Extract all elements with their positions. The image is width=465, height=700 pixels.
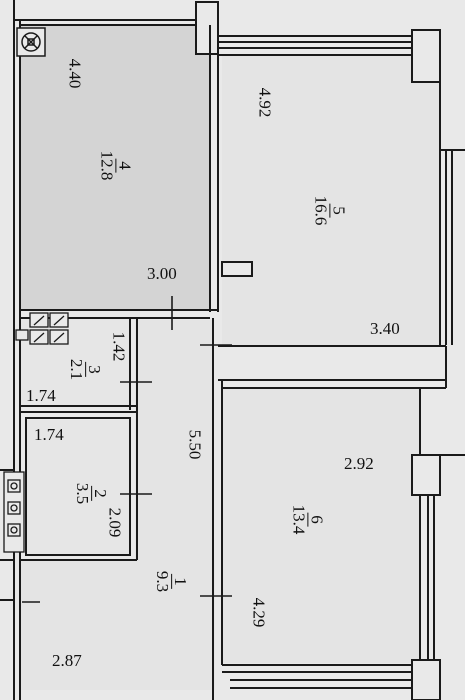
dim-1-42: 1.42 xyxy=(109,331,129,362)
electrical-panel-icon xyxy=(3,471,25,553)
room-5-area: 16.6 xyxy=(311,195,331,226)
dim-3-00: 3.00 xyxy=(147,264,177,283)
room-2-area: 3.5 xyxy=(73,482,93,505)
dim-2-09: 2.09 xyxy=(105,507,125,538)
dim-4-40: 4.40 xyxy=(65,58,85,89)
room-6-number: 6 xyxy=(307,512,326,527)
dim-3-40: 3.40 xyxy=(370,319,400,338)
room-2-fill xyxy=(26,420,130,555)
room-5-fill xyxy=(222,55,440,345)
room-6-label: 6 13.4 xyxy=(289,502,326,538)
room-3-number: 3 xyxy=(85,362,104,377)
room-1-number: 1 xyxy=(171,574,190,589)
dim-5-50: 5.50 xyxy=(185,429,205,460)
dim-1-74-top: 1.74 xyxy=(26,386,56,405)
room-1-area: 9.3 xyxy=(153,570,173,593)
room-6-area: 13.4 xyxy=(289,504,309,535)
room-4-number: 4 xyxy=(115,158,134,173)
room-4-area: 12.8 xyxy=(97,150,117,181)
dim-2-87: 2.87 xyxy=(52,651,82,670)
room-3-area: 2.1 xyxy=(67,358,87,381)
room-3-label: 3 2.1 xyxy=(67,356,104,383)
room-5-label: 5 16.6 xyxy=(311,193,348,229)
meter-icon xyxy=(15,312,69,345)
room-5-number: 5 xyxy=(329,203,348,218)
dim-4-29: 4.29 xyxy=(249,597,269,628)
room-2-label: 2 3.5 xyxy=(73,480,110,507)
dim-1-74-bottom: 1.74 xyxy=(34,425,64,444)
room-1b-fill xyxy=(20,560,215,690)
room-4-label: 4 12.8 xyxy=(97,148,134,184)
room-2-number: 2 xyxy=(91,486,110,501)
room-4-fill xyxy=(20,25,210,310)
dim-4-92: 4.92 xyxy=(255,87,275,118)
dim-2-92: 2.92 xyxy=(344,454,374,473)
room-6-fill xyxy=(222,388,420,663)
room-1-label: 1 9.3 xyxy=(153,568,190,595)
ventilation-icon xyxy=(16,27,46,57)
